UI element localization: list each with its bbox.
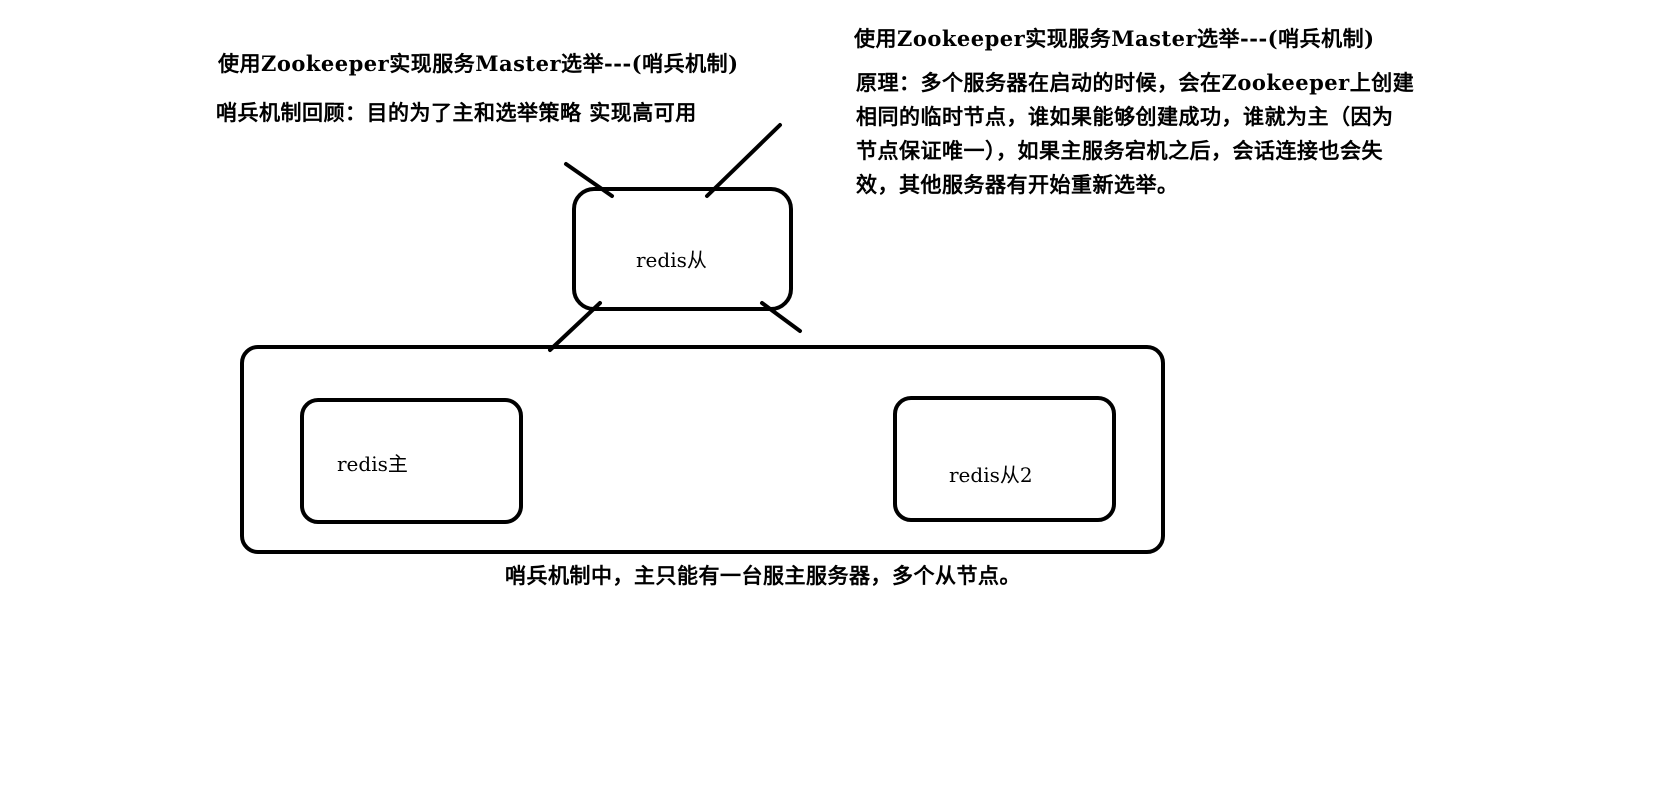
left-subtitle: 哨兵机制回顾：目的为了主和选举策略 实现高可用 [216, 100, 697, 125]
caption: 哨兵机制中，主只能有一台服主服务器，多个从节点。 [505, 563, 1021, 588]
redis-slave2-label: redis从2 [949, 463, 1033, 487]
redis-slave2-box [893, 396, 1116, 522]
left-title: 使用Zookeeper实现服务Master选举---(哨兵机制) [218, 51, 739, 76]
principle-line: 节点保证唯一），如果主服务宕机之后，会话连接也会失 [856, 138, 1383, 163]
connector-bottom-left [548, 301, 602, 352]
redis-master-label: redis主 [337, 452, 408, 476]
redis-slave-box [572, 187, 793, 311]
principle-line: 效，其他服务器有开始重新选举。 [856, 172, 1179, 197]
redis-slave-label: redis从 [636, 248, 707, 272]
principle-line: 原理：多个服务器在启动的时候，会在Zookeeper上创建 [856, 70, 1415, 95]
principle-paragraph: 原理：多个服务器在启动的时候，会在Zookeeper上创建 相同的临时节点，谁如… [856, 66, 1414, 202]
redis-master-box [300, 398, 523, 524]
cluster-container-box [240, 345, 1165, 554]
connector-bottom-right [760, 301, 802, 333]
connector-top-right [705, 123, 782, 198]
connector-top-left [564, 162, 614, 198]
principle-line: 相同的临时节点，谁如果能够创建成功，谁就为主（因为 [856, 104, 1394, 129]
right-title: 使用Zookeeper实现服务Master选举---(哨兵机制) [854, 26, 1375, 51]
